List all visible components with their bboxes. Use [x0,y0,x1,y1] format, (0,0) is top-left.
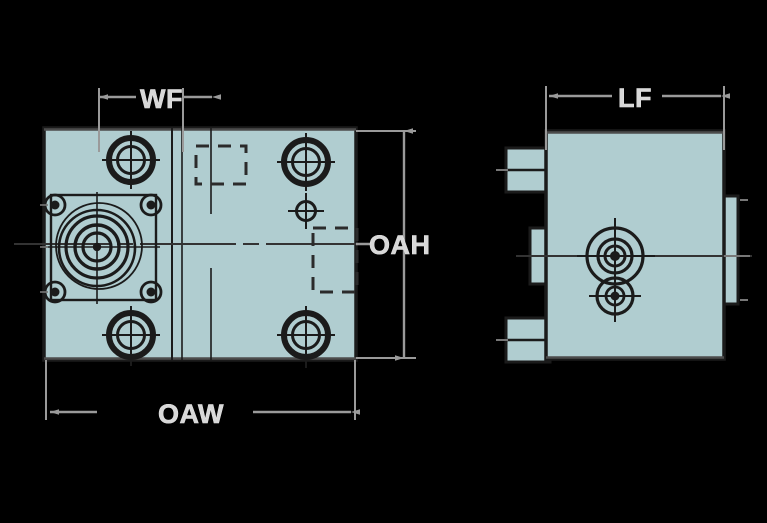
oah-label: OAH [369,230,431,260]
corner-bolt-hole-bottom-left [102,306,160,366]
corner-bolt-hole-bottom-right [277,306,335,368]
wf-label: WF [140,84,183,114]
front-view [14,126,370,368]
dimension-oah: OAH [356,128,431,361]
flange-bore-ring-outer [55,202,143,290]
hidden-cavity-top [194,144,248,186]
dimension-wf: WF [98,84,221,152]
oaw-label: OAW [158,399,224,429]
flange-bolt-ticks [40,204,48,293]
corner-bolt-hole-top-left [102,131,160,189]
pilot-hole [288,193,324,229]
hidden-cavity-right [311,226,359,294]
dimension-oaw: OAW [45,360,360,429]
lf-label: LF [618,83,652,113]
side-secondary-bore [589,272,641,322]
dimension-lf: LF [545,83,730,150]
side-view [496,129,752,364]
corner-bolt-hole-top-right [277,133,335,191]
side-body-outline [544,129,726,361]
